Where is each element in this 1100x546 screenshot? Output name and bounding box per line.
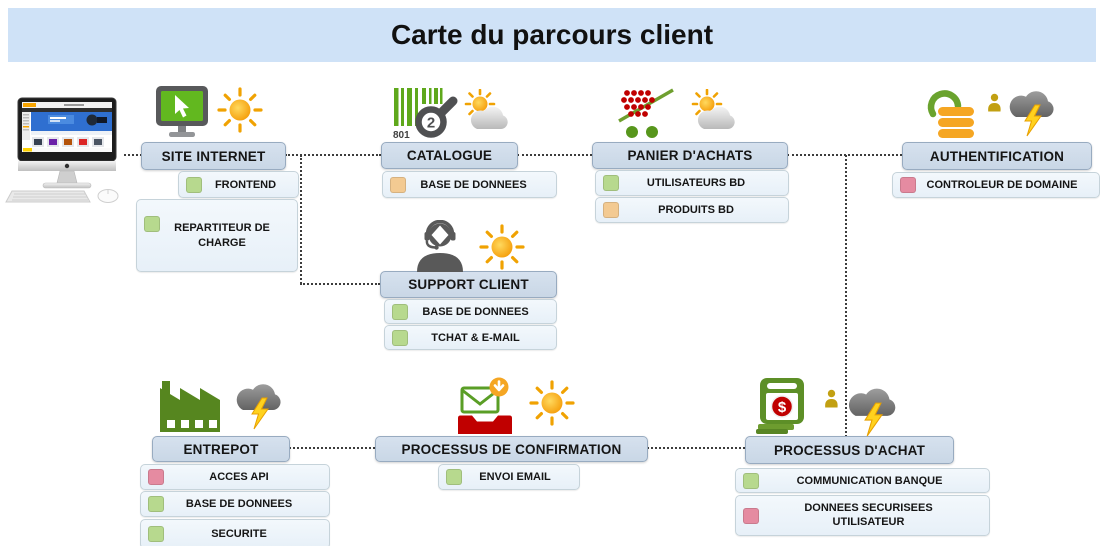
user-icon: [822, 389, 839, 415]
item-label: TCHAT & E-MAIL: [431, 331, 520, 344]
item-controleur-de-domaine[interactable]: CONTROLEUR DE DOMAINE: [892, 172, 1100, 198]
item-label: BASE DE DONNEES: [185, 498, 293, 510]
node-label: SUPPORT CLIENT: [408, 277, 529, 292]
item-repartiteur-de-charge[interactable]: REPARTITEUR DE CHARGE: [136, 199, 298, 272]
status-chip: [186, 176, 202, 193]
item-base-de-donnees-entrepot[interactable]: BASE DE DONNEES: [140, 491, 330, 517]
item-tchat-email[interactable]: TCHAT & E-MAIL: [384, 325, 557, 350]
email-received-icon: [452, 376, 518, 439]
item-label: COMMUNICATION BANQUE: [796, 474, 943, 487]
weather-storm-icon: [845, 382, 900, 442]
connector-site-catalogue: [285, 154, 381, 156]
item-label: BASE DE DONNEES: [420, 178, 527, 191]
node-processus-confirmation[interactable]: PROCESSUS DE CONFIRMATION: [375, 436, 648, 462]
user-icon: [985, 93, 1002, 119]
node-label: SITE INTERNET: [161, 148, 266, 164]
status-chip: [603, 175, 619, 191]
svg-text:2: 2: [427, 115, 435, 132]
weather-sunny-icon: [528, 379, 576, 432]
status-chip: [390, 176, 406, 193]
node-support-client[interactable]: SUPPORT CLIENT: [380, 271, 557, 298]
status-chip: [148, 469, 164, 485]
status-chip: [900, 177, 916, 193]
svg-text:801: 801: [393, 130, 410, 140]
weather-partly-cloudy-icon: [463, 88, 515, 138]
svg-text:$: $: [778, 399, 787, 416]
status-chip: [148, 526, 164, 542]
item-envoi-email[interactable]: ENVOI EMAIL: [438, 464, 580, 490]
connector-site-support-horizontal: [300, 283, 380, 285]
status-chip: [392, 329, 408, 346]
node-label: CATALOGUE: [406, 148, 493, 163]
node-label: PROCESSUS DE CONFIRMATION: [401, 441, 622, 457]
node-label: PROCESSUS D'ACHAT: [773, 442, 926, 458]
item-donnees-securisees-utilisateur[interactable]: DONNEES SECURISEES UTILISATEUR: [735, 495, 990, 536]
connector-confirmation-achat: [647, 447, 745, 449]
open-padlock-icon: [922, 83, 980, 144]
item-base-de-donnees-support[interactable]: BASE DE DONNEES: [384, 299, 557, 324]
node-authentification[interactable]: AUTHENTIFICATION: [902, 142, 1092, 170]
item-label: ENVOI EMAIL: [479, 471, 551, 483]
status-chip: [392, 303, 408, 320]
factory-icon: [155, 378, 227, 439]
item-label: PRODUITS BD: [658, 204, 734, 216]
page-title-text: Carte du parcours client: [390, 19, 714, 50]
node-catalogue[interactable]: CATALOGUE: [381, 142, 518, 169]
monitor-cursor-icon: [153, 84, 211, 143]
atm-payment-icon: $: [750, 376, 812, 441]
item-label: FRONTEND: [214, 178, 277, 191]
connector-auth-achat-vertical: [845, 155, 847, 437]
item-securite[interactable]: SECURITE: [140, 519, 330, 546]
node-label: AUTHENTIFICATION: [929, 148, 1065, 164]
connector-panier-authentification: [787, 154, 902, 156]
node-processus-achat[interactable]: PROCESSUS D'ACHAT: [745, 436, 954, 464]
item-label: BASE DE DONNEES: [422, 305, 529, 318]
connector-site-support-vertical: [300, 155, 302, 284]
status-chip: [446, 469, 462, 485]
item-label: SECURITE: [211, 528, 267, 540]
status-chip: [743, 472, 759, 489]
headset-agent-icon: [412, 219, 468, 277]
item-label: REPARTITEUR DE CHARGE: [174, 222, 270, 249]
status-chip: [148, 496, 164, 512]
weather-partly-cloudy-icon: [690, 88, 742, 138]
node-label: ENTREPOT: [183, 441, 259, 457]
barcode-search-icon: 2 801: [392, 84, 460, 145]
item-communication-banque[interactable]: COMMUNICATION BANQUE: [735, 468, 990, 493]
item-acces-api[interactable]: ACCES API: [140, 464, 330, 490]
connector-computer-site: [124, 154, 142, 156]
weather-sunny-icon: [478, 223, 526, 276]
status-chip: [603, 202, 619, 218]
item-base-de-donnees-catalogue[interactable]: BASE DE DONNEES: [382, 171, 557, 198]
status-chip: [743, 507, 759, 524]
page-title: Carte du parcours client: [8, 8, 1096, 62]
weather-storm-icon: [1006, 85, 1058, 142]
weather-sunny-icon: [216, 86, 264, 139]
shopping-cart-icon: [615, 85, 679, 146]
status-chip: [144, 216, 160, 232]
connector-catalogue-panier: [517, 154, 592, 156]
item-label: CONTROLEUR DE DOMAINE: [926, 179, 1078, 191]
node-label: PANIER D'ACHATS: [627, 148, 753, 163]
node-entrepot[interactable]: ENTREPOT: [152, 436, 290, 462]
item-frontend[interactable]: FRONTEND: [178, 171, 299, 198]
weather-storm-icon: [233, 378, 285, 435]
desktop-computer-photo: [4, 96, 136, 209]
node-panier-achats[interactable]: PANIER D'ACHATS: [592, 142, 788, 169]
item-label: DONNEES SECURISEES UTILISATEUR: [804, 501, 933, 528]
item-label: ACCES API: [209, 471, 269, 483]
item-produits-bd[interactable]: PRODUITS BD: [595, 197, 789, 223]
item-utilisateurs-bd[interactable]: UTILISATEURS BD: [595, 170, 789, 196]
item-label: UTILISATEURS BD: [646, 177, 746, 189]
connector-entrepot-confirmation: [289, 447, 375, 449]
node-site-internet[interactable]: SITE INTERNET: [141, 142, 286, 170]
